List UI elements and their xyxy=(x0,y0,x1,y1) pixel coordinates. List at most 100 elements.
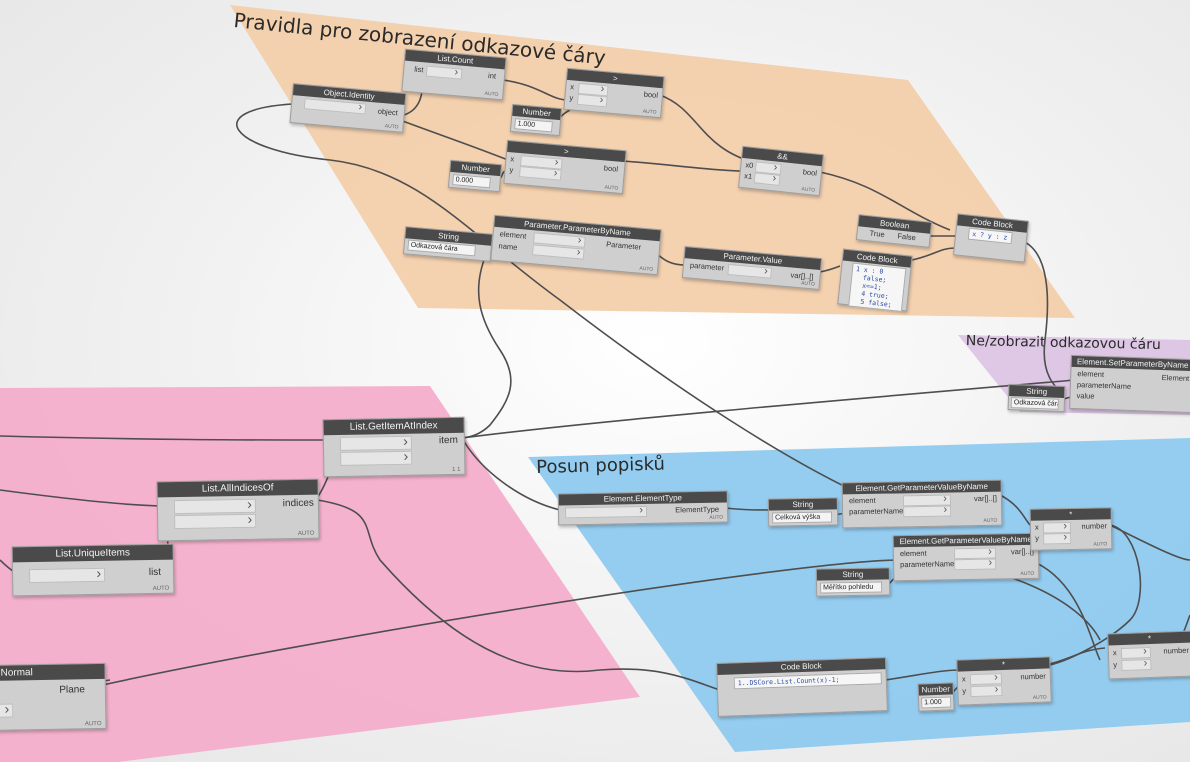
node-title: String xyxy=(1009,385,1065,398)
number-value-field[interactable]: 1.000 xyxy=(921,696,952,709)
node-title: String xyxy=(768,498,837,511)
node-string-scale[interactable]: String Měřítko pohledu xyxy=(815,567,891,597)
name-input-pin[interactable] xyxy=(531,244,585,260)
output-port-bool[interactable]: bool xyxy=(603,163,619,174)
code-editor[interactable]: 1 x : 0 false; x==1; 4 true; 5 false; xyxy=(848,262,907,312)
parameter-name-input-pin[interactable] xyxy=(954,558,997,571)
input-port-y[interactable]: y xyxy=(962,686,967,696)
input-port-x[interactable]: x xyxy=(1034,522,1039,532)
y-input-pin[interactable] xyxy=(1043,532,1072,545)
y-input-pin[interactable] xyxy=(576,93,608,108)
node-code-block-top[interactable]: Code Block x ? y : z xyxy=(953,213,1029,263)
input-port-parameter[interactable]: parameter xyxy=(689,260,725,273)
node-number-3[interactable]: Number 1.000 xyxy=(917,682,955,712)
boolean-false-radio[interactable]: False xyxy=(897,231,917,243)
y-input-pin[interactable] xyxy=(1121,658,1152,672)
node-greater-than-1[interactable]: > x y bool AUTO xyxy=(563,67,665,119)
input-port-value[interactable]: value xyxy=(1076,391,1095,401)
y-input-pin[interactable] xyxy=(970,685,1003,698)
input-port-parameter-name[interactable]: parameterName xyxy=(1076,380,1132,391)
list-input-pin[interactable] xyxy=(28,567,106,584)
node-multiply-2[interactable]: * x y number AUTO xyxy=(956,656,1052,706)
node-code-block-bottom[interactable]: Code Block 1..DSCore.List.Count(x)-1; xyxy=(716,657,888,717)
node-get-parameter-1[interactable]: Element.GetParameterValueByName element … xyxy=(841,479,1003,529)
element-input-pin[interactable] xyxy=(564,505,648,519)
node-number-2[interactable]: Number 0.000 xyxy=(447,159,503,193)
code-editor[interactable]: 1..DSCore.List.Count(x)-1; xyxy=(733,672,882,690)
input-port-x[interactable]: x xyxy=(961,674,966,684)
string-value-field[interactable]: Odkazová čára xyxy=(1010,397,1059,410)
output-port-value[interactable]: var[]..[] xyxy=(973,493,997,504)
list-input-pin[interactable] xyxy=(425,65,463,80)
input-port-y[interactable]: y xyxy=(569,93,574,103)
node-and[interactable]: && x0 x1 bool AUTO xyxy=(738,145,824,197)
output-port-item[interactable]: item xyxy=(438,434,458,447)
node-get-parameter-2[interactable]: Element.GetParameterValueByName element … xyxy=(892,532,1040,582)
output-port-int[interactable]: int xyxy=(487,70,497,81)
node-all-indices-of[interactable]: List.AllIndicesOf list item indices AUTO xyxy=(156,478,320,542)
boolean-true-radio[interactable]: True xyxy=(869,228,886,240)
lacing-label: AUTO xyxy=(801,186,816,194)
node-string-height[interactable]: String Celková výška xyxy=(767,497,839,527)
output-port-bool[interactable]: bool xyxy=(802,167,818,178)
output-port-indices[interactable]: indices xyxy=(282,497,314,510)
index-input-pin[interactable] xyxy=(340,450,413,466)
item-input-pin[interactable] xyxy=(174,513,257,530)
input-port-x[interactable]: x xyxy=(569,82,575,92)
node-string-toggle[interactable]: String Odkazová čára xyxy=(1007,384,1066,412)
output-port-number[interactable]: number xyxy=(1081,521,1108,531)
input-port-element[interactable]: element xyxy=(848,495,876,506)
input-port-x[interactable]: x xyxy=(1112,648,1117,658)
input-port-list[interactable]: list xyxy=(413,64,424,75)
input-port-x[interactable]: x xyxy=(510,154,515,164)
node-element-type[interactable]: Element.ElementType element ElementType … xyxy=(557,490,729,526)
node-multiply-1[interactable]: * x y number AUTO xyxy=(1029,507,1113,551)
lacing-label: 1 1 xyxy=(452,466,461,473)
string-value-field[interactable]: Měřítko pohledu xyxy=(820,581,883,594)
input-port-element[interactable]: element xyxy=(499,229,527,241)
output-port-number[interactable]: number xyxy=(1020,671,1047,682)
input-port-y[interactable]: y xyxy=(509,165,514,175)
lacing-label: AUTO xyxy=(1032,694,1047,702)
input-port-y[interactable]: y xyxy=(1113,660,1118,670)
number-value-field[interactable]: 1.000 xyxy=(514,118,553,133)
node-code-block-mid[interactable]: Code Block 1 x : 0 false; x==1; 4 true; … xyxy=(837,248,913,312)
input-pin[interactable] xyxy=(0,703,14,718)
output-port-element[interactable]: Element xyxy=(1161,373,1190,383)
lacing-label: AUTO xyxy=(84,720,102,728)
parameter-input-pin[interactable] xyxy=(727,263,773,279)
input-port-y[interactable]: y xyxy=(1035,533,1039,543)
output-port-list[interactable]: list xyxy=(148,566,162,579)
input-port-parameter-name[interactable]: parameterName xyxy=(849,506,904,517)
list-input-pin[interactable] xyxy=(173,498,257,515)
node-get-item-at-index[interactable]: List.GetItemAtIndex list index item 1 1 xyxy=(322,416,466,478)
output-port-bool[interactable]: bool xyxy=(643,89,659,100)
output-port-element-type[interactable]: ElementType xyxy=(675,504,720,515)
input-port-parameter-name[interactable]: parameterName xyxy=(900,559,955,570)
y-input-pin[interactable] xyxy=(518,166,562,181)
x1-input-pin[interactable] xyxy=(753,172,781,186)
node-unique-items[interactable]: List.UniqueItems list list AUTO xyxy=(11,543,175,597)
list-input-pin[interactable] xyxy=(339,435,413,451)
number-value-field[interactable]: 0.000 xyxy=(452,174,491,189)
output-port-plane[interactable]: Plane xyxy=(59,684,85,696)
input-port-x0[interactable]: x0 xyxy=(744,160,754,171)
group-pink-bg[interactable] xyxy=(0,386,640,762)
output-port-object[interactable]: object xyxy=(377,106,399,118)
node-multiply-3[interactable]: * x y number xyxy=(1107,630,1190,680)
lacing-label: AUTO xyxy=(604,184,619,192)
string-value-field[interactable]: Celková výška xyxy=(772,511,833,524)
lacing-label: AUTO xyxy=(983,517,998,524)
output-port-parameter[interactable]: Parameter xyxy=(605,239,642,252)
output-port-number[interactable]: number xyxy=(1163,645,1190,656)
input-port-element[interactable]: element xyxy=(1077,369,1105,380)
input-port-element[interactable]: element xyxy=(899,548,927,559)
input-port-name[interactable]: name xyxy=(498,241,518,252)
node-number-1[interactable]: Number 1.000 xyxy=(509,103,563,137)
node-plane-normal[interactable]: Normal Plane AUTO xyxy=(0,662,107,732)
node-set-parameter-by-name[interactable]: Element.SetParameterByName element param… xyxy=(1069,354,1190,414)
input-port-x1[interactable]: x1 xyxy=(743,171,753,181)
node-list-count[interactable]: List.Count list int AUTO xyxy=(401,48,507,101)
parameter-name-input-pin[interactable] xyxy=(903,505,952,518)
